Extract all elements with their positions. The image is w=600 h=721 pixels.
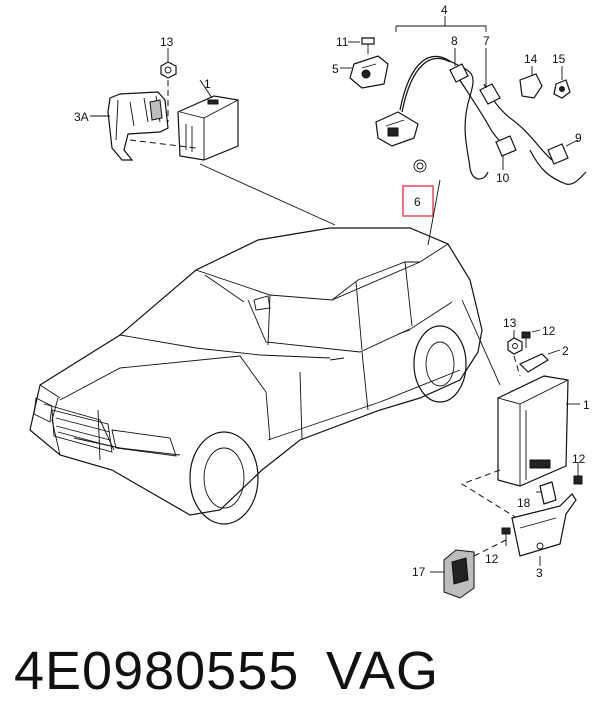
connector-10 bbox=[495, 135, 517, 170]
car-illustration bbox=[29, 227, 483, 525]
callout-17: 17 bbox=[412, 565, 426, 579]
callout-1-right: 1 bbox=[583, 398, 590, 412]
callout-7: 7 bbox=[483, 34, 490, 48]
connector-7 bbox=[479, 48, 501, 105]
callout-6: 6 bbox=[414, 195, 421, 209]
brand-name: VAG bbox=[326, 641, 440, 701]
callout-9: 9 bbox=[575, 131, 582, 145]
callout-13-right: 13 bbox=[503, 316, 517, 330]
connector-18 bbox=[536, 481, 557, 505]
nut-13-right bbox=[507, 330, 523, 355]
control-module-top bbox=[177, 95, 239, 161]
highlight-box-6 bbox=[402, 185, 434, 217]
nut-13-top bbox=[160, 56, 177, 79]
parts-diagram: 1 3A 13 4 5 6 7 8 9 10 11 14 15 13 12 2 … bbox=[29, 3, 590, 599]
screw-12-c bbox=[573, 462, 583, 485]
screw-12-b bbox=[501, 527, 511, 546]
callout-13-top: 13 bbox=[160, 35, 174, 49]
callout-8: 8 bbox=[451, 34, 458, 48]
connector-8 bbox=[449, 48, 469, 83]
antenna-cable bbox=[399, 55, 587, 185]
part-14 bbox=[519, 66, 543, 99]
control-module-right bbox=[497, 375, 580, 487]
callout-5: 5 bbox=[332, 62, 339, 76]
callout-12-a: 12 bbox=[542, 324, 556, 338]
bracket-3 bbox=[511, 493, 577, 566]
part-number: 4E0980555 bbox=[14, 641, 300, 701]
bracket-3a bbox=[107, 91, 169, 161]
bracket-2 bbox=[518, 349, 561, 373]
screw-11 bbox=[361, 37, 375, 54]
callout-3: 3 bbox=[536, 566, 543, 580]
callout-14: 14 bbox=[524, 52, 538, 66]
callout-10: 10 bbox=[496, 171, 510, 185]
callout-1-top: 1 bbox=[204, 77, 211, 91]
callout-3a: 3A bbox=[74, 110, 89, 124]
antenna-mount bbox=[375, 111, 419, 147]
connector-9 bbox=[547, 139, 579, 165]
callout-12-c: 12 bbox=[572, 452, 586, 466]
callout-18: 18 bbox=[517, 496, 531, 510]
callout-4: 4 bbox=[441, 3, 448, 17]
part-17 bbox=[430, 549, 475, 599]
callout-12-b: 12 bbox=[485, 552, 499, 566]
screw-12-a bbox=[521, 329, 541, 348]
part-15 bbox=[553, 66, 571, 99]
callout-15: 15 bbox=[552, 52, 566, 66]
ring-6 bbox=[413, 159, 427, 173]
module-5 bbox=[349, 55, 389, 89]
callout-11: 11 bbox=[336, 35, 349, 49]
footer: 4E0980555 VAG bbox=[0, 622, 600, 721]
callout-2: 2 bbox=[562, 344, 569, 358]
